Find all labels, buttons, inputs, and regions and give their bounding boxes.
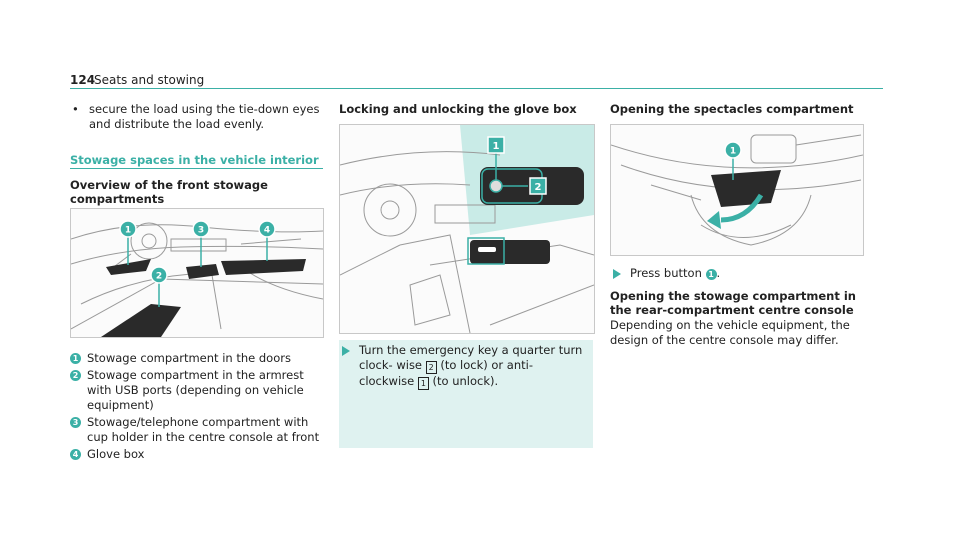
item-text: Stowage compartment in the doors bbox=[87, 351, 291, 365]
glove-box-heading: Locking and unlocking the glove box bbox=[339, 102, 577, 116]
callout-2: 2 bbox=[535, 182, 542, 193]
glove-box-small bbox=[470, 240, 550, 264]
callout-1: 1 bbox=[493, 141, 500, 152]
section-rule bbox=[70, 168, 323, 169]
item-number: 4 bbox=[70, 449, 81, 460]
step-arrow-icon bbox=[613, 269, 621, 279]
step-arrow-icon bbox=[342, 346, 350, 356]
callout-1: 1 bbox=[730, 147, 736, 157]
callout-marker bbox=[724, 141, 742, 159]
item-number: 1 bbox=[70, 353, 81, 364]
callout-markers bbox=[487, 136, 547, 195]
list-item: 2 Stowage compartment in the armrest wit… bbox=[70, 368, 330, 413]
callout-1: 1 bbox=[125, 226, 131, 236]
instruction-pre: Press button bbox=[630, 266, 702, 280]
rear-console-heading: Opening the stowage compartment in the r… bbox=[610, 289, 856, 317]
open-arrow bbox=[720, 193, 764, 223]
callout-3: 3 bbox=[198, 226, 204, 236]
list-item: 3 Stowage/telephone compartment with cup… bbox=[70, 415, 330, 445]
spectacles-compartment bbox=[711, 170, 781, 207]
front-stowage-illustration: 1 2 3 4 bbox=[70, 208, 324, 338]
running-title: Seats and stowing bbox=[94, 73, 205, 87]
bullet-text: secure the load using the tie-down eyes … bbox=[89, 102, 320, 131]
key-lock: 2 bbox=[425, 361, 437, 374]
spectacles-drawing: 1 bbox=[611, 134, 863, 246]
door-compartment bbox=[106, 259, 151, 275]
instruction-step: Turn the emergency key a quarter turn cl… bbox=[339, 340, 593, 390]
instruction-block: Turn the emergency key a quarter turn cl… bbox=[339, 340, 593, 448]
instruction-mid: (to lock) or anti-clockwise bbox=[359, 358, 533, 388]
spectacles-heading: Opening the spectacles compartment bbox=[610, 102, 854, 116]
item-number: 3 bbox=[70, 417, 81, 428]
callout-2: 2 bbox=[156, 272, 162, 282]
list-item: 1 Stowage compartment in the doors bbox=[70, 351, 330, 366]
item-text: Glove box bbox=[87, 447, 145, 461]
compartment-list: 1 Stowage compartment in the doors 2 Sto… bbox=[70, 351, 330, 464]
item-text: Stowage compartment in the armrest with … bbox=[87, 368, 304, 412]
spectacles-illustration: 1 bbox=[610, 124, 864, 256]
armrest-compartment bbox=[101, 304, 181, 337]
front-interior-drawing: 1 2 3 4 bbox=[71, 220, 323, 337]
callout-markers bbox=[119, 220, 276, 284]
item-number: 2 bbox=[70, 370, 81, 381]
overview-subheading: Overview of the front stowage compartmen… bbox=[70, 178, 268, 206]
instruction-pre: Turn the emergency key a quarter turn cl… bbox=[359, 343, 583, 372]
key-unlock: 1 bbox=[417, 377, 429, 390]
glove-box-illustration: 1 2 bbox=[339, 124, 595, 334]
glove-box-drawing: 1 2 bbox=[340, 125, 594, 333]
rear-console-paragraph: Depending on the vehicle equipment, the … bbox=[610, 318, 850, 347]
header-rule bbox=[70, 88, 883, 89]
button-number: 1 bbox=[705, 269, 717, 280]
glove-box-shape bbox=[221, 259, 306, 275]
callout-4: 4 bbox=[264, 226, 270, 236]
item-text: Stowage/telephone compartment with cup h… bbox=[87, 415, 320, 444]
instruction-post: . bbox=[716, 266, 721, 280]
section-heading: Stowage spaces in the vehicle interior bbox=[70, 153, 319, 167]
spectacles-instruction: Press button 1. bbox=[610, 266, 880, 281]
centre-compartment bbox=[186, 264, 219, 279]
lock-icon bbox=[489, 179, 503, 193]
instruction-post: (to unlock). bbox=[432, 374, 499, 388]
page-number: 124 bbox=[70, 73, 96, 87]
bullet-symbol: • bbox=[72, 102, 79, 116]
list-item: 4 Glove box bbox=[70, 447, 330, 462]
